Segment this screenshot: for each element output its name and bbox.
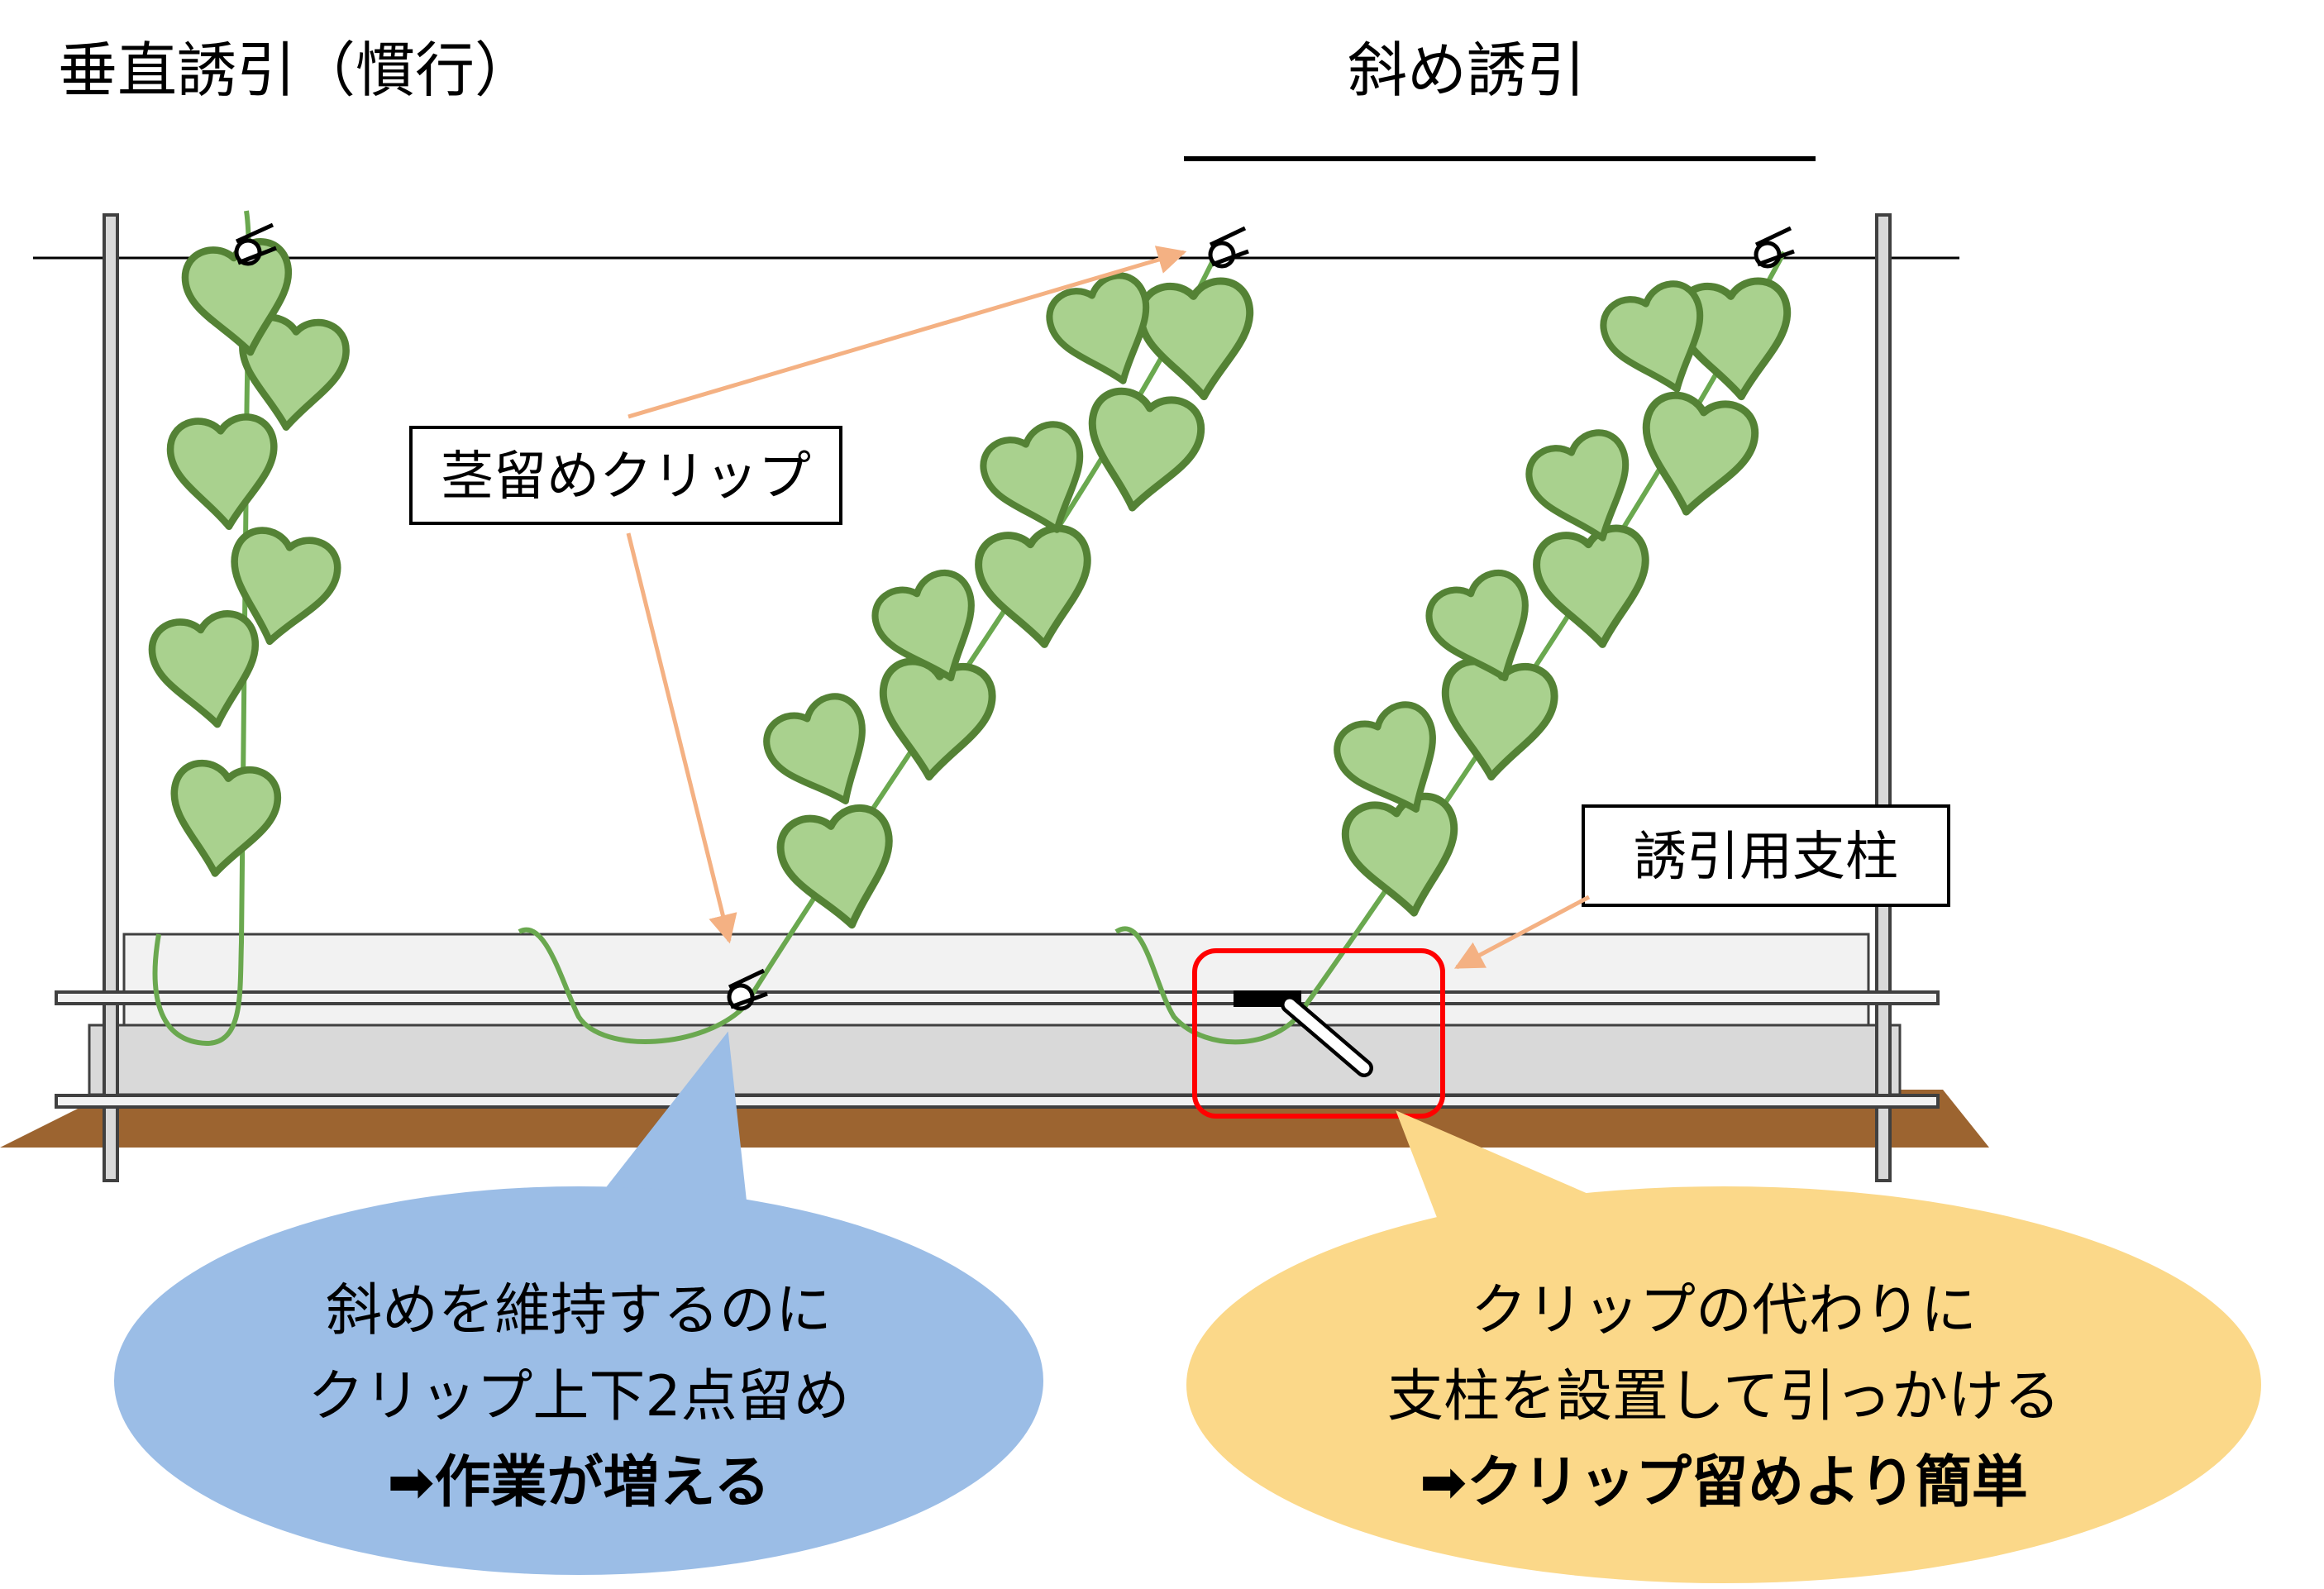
post-highlight-box	[1192, 948, 1445, 1119]
stem-clip-icon	[1754, 226, 1795, 269]
title-vertical-training: 垂直誘引（慣行）	[58, 36, 534, 105]
planting-bed-top	[122, 933, 1870, 1033]
title-diagonal-training: 斜め誘引	[1348, 36, 1586, 105]
clip-label: 茎留めクリップ	[441, 446, 811, 508]
callout-bubble-right: クリップの代わりに 支柱を設置して引っかける ➡クリップ留めより簡単	[1186, 1110, 2261, 1583]
plant-diagonal-clips	[518, 251, 1258, 1044]
support-post-icon	[1234, 990, 1373, 1077]
plant-diagonal-post	[1114, 251, 1796, 1045]
arrow-clip-to-bottom	[626, 532, 737, 944]
arrow-clip-to-top	[628, 246, 1187, 419]
bubble-right-line3: ➡クリップ留めより簡単	[1420, 1450, 2028, 1515]
stem-clip-icon	[1208, 226, 1249, 269]
bubble-left-line1: 斜めを維持するのに	[326, 1278, 832, 1343]
planting-bed-base	[88, 1024, 1902, 1096]
plant-vertical	[148, 210, 349, 1046]
pole-left	[103, 213, 119, 1182]
post-label: 誘引用支柱	[1634, 827, 1898, 888]
bubble-right-line2: 支柱を設置して引っかける	[1387, 1364, 2060, 1429]
arrow-post	[1453, 895, 1591, 970]
bubble-left-line3: ➡作業が増える	[388, 1450, 771, 1515]
bubble-left-line2: クリップ上下2点留め	[308, 1364, 849, 1429]
bubble-right-line1: クリップの代わりに	[1471, 1278, 1977, 1343]
stem-clip-icon	[234, 222, 277, 266]
post-label-box	[1582, 804, 1950, 907]
callout-bubble-left: 斜めを維持するのに クリップ上下2点留め ➡作業が増える	[114, 1031, 1043, 1575]
pole-right	[1875, 213, 1892, 1182]
rail-upper	[55, 990, 1940, 1005]
clip-label-box	[409, 426, 842, 525]
stem-clip-icon	[727, 968, 768, 1011]
rail-lower	[55, 1094, 1940, 1109]
